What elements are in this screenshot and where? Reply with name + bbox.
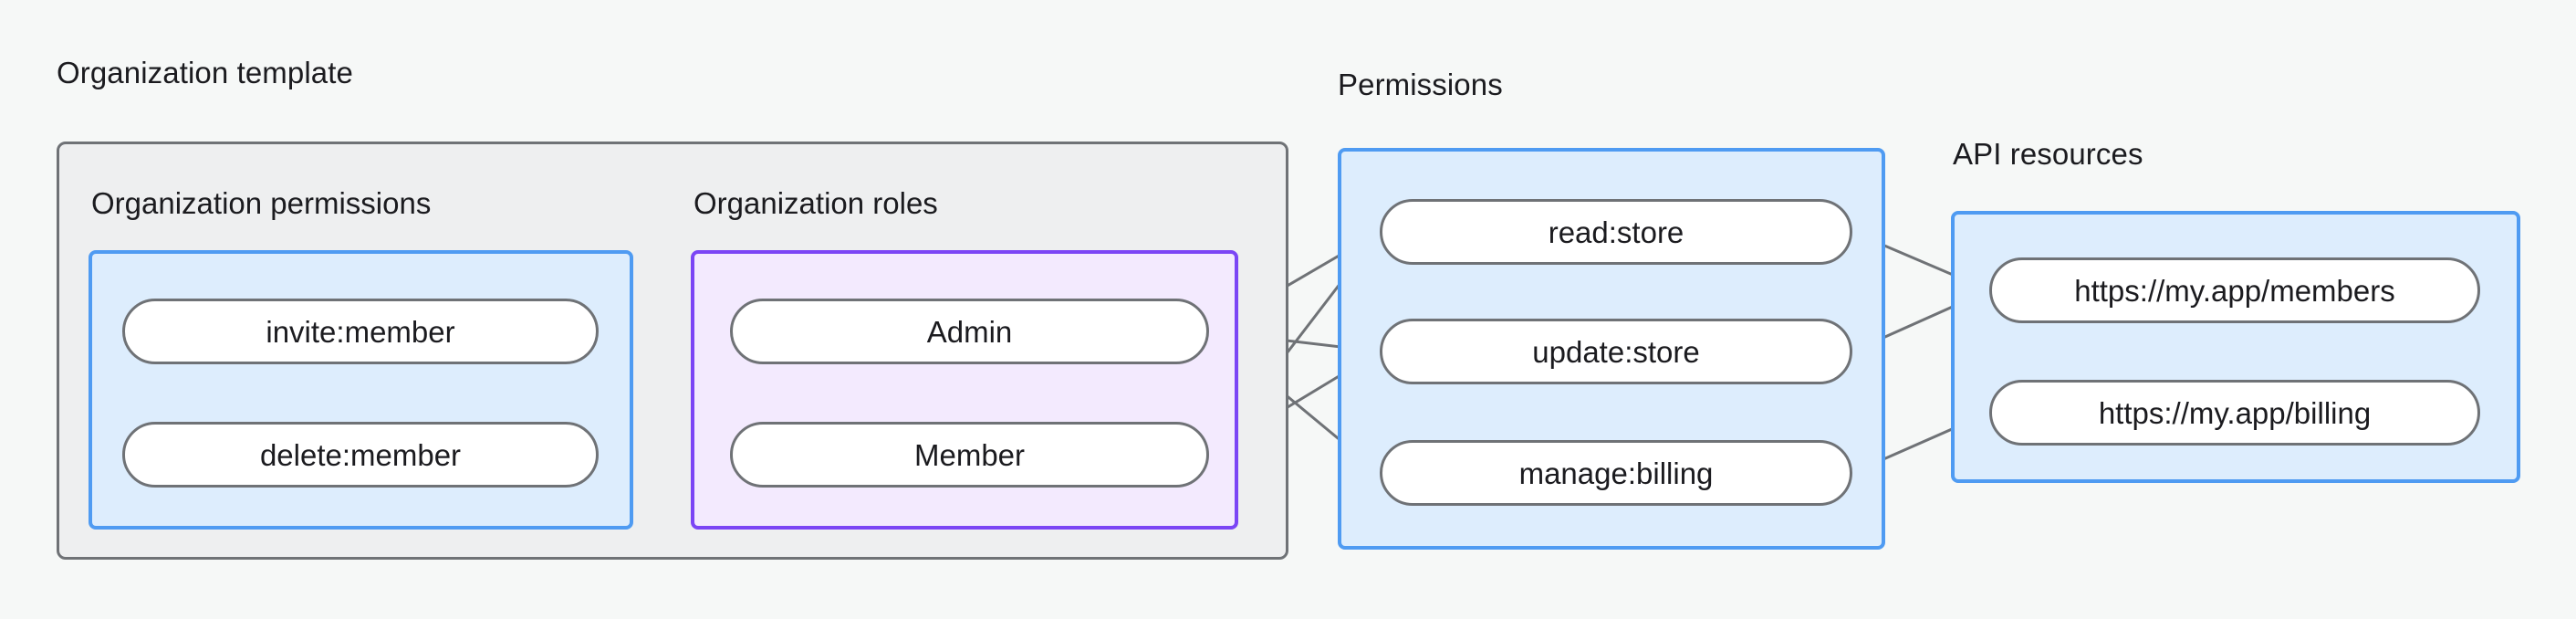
node-member-label: Member [913,437,1026,472]
node-member[interactable]: Member [730,422,1209,488]
organization-permissions-container [89,250,633,530]
group-label-api-resources: API resources [1953,137,2143,171]
node-members-url-label: https://my.app/members [2074,273,2395,308]
node-admin[interactable]: Admin [730,299,1209,364]
node-admin-label: Admin [926,314,1013,349]
node-manage-billing-label: manage:billing [1518,456,1714,490]
node-delete-member[interactable]: delete:member [122,422,599,488]
group-label-organization-template: Organization template [57,56,353,89]
node-manage-billing[interactable]: manage:billing [1380,440,1852,506]
node-update-store-label: update:store [1532,334,1700,369]
group-label-organization-permissions: Organization permissions [91,186,432,220]
node-billing-url[interactable]: https://my.app/billing [1989,380,2480,446]
node-update-store[interactable]: update:store [1380,319,1852,384]
group-label-permissions: Permissions [1338,68,1503,101]
node-delete-member-label: delete:member [259,437,462,472]
organization-roles-container [691,250,1238,530]
node-members-url[interactable]: https://my.app/members [1989,257,2480,323]
node-billing-url-label: https://my.app/billing [2098,395,2372,430]
node-read-store[interactable]: read:store [1380,199,1852,265]
node-invite-member-label: invite:member [266,314,455,349]
node-invite-member[interactable]: invite:member [122,299,599,364]
node-read-store-label: read:store [1548,215,1684,249]
group-label-organization-roles: Organization roles [694,186,938,220]
